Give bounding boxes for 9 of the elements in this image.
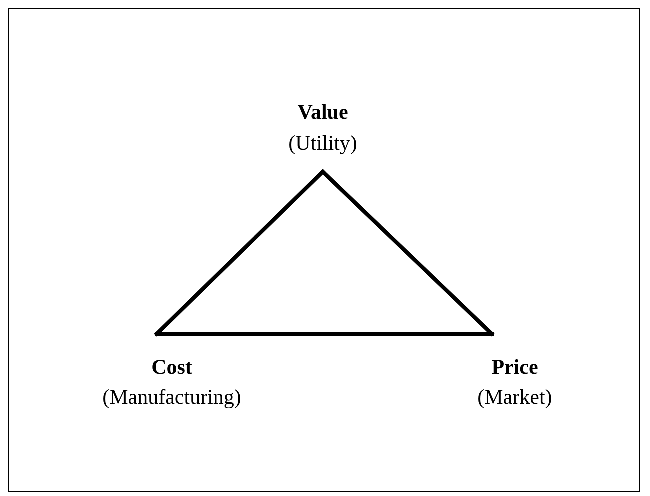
vertex-subtitle: (Manufacturing) (102, 384, 242, 412)
vertex-subtitle: (Utility) (288, 130, 358, 157)
vertex-subtitle: (Market) (478, 384, 552, 412)
triangle-side (321, 170, 494, 336)
vertex-title: Value (298, 99, 348, 126)
triangle-side (155, 332, 494, 336)
vertex-title: Cost (152, 354, 192, 381)
vertex-title: Price (492, 354, 538, 381)
triangle-side (155, 170, 325, 336)
